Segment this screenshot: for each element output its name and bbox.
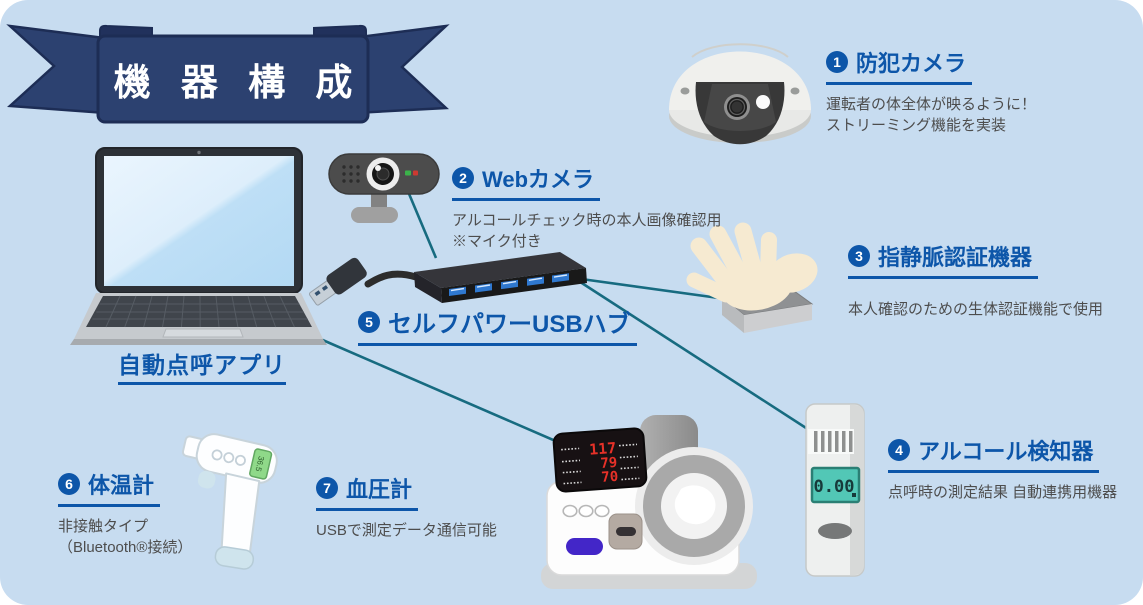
item-3-title: 指静脈認証機器 bbox=[878, 245, 1033, 270]
item-3-desc-line-1: 本人確認のための生体認証機能で使用 bbox=[848, 301, 1104, 318]
detector-lcd-value: 0.00 bbox=[814, 477, 855, 497]
item-webcam: 2 Webカメラ アルコールチェック時の本人画像確認用 ※マイク付き bbox=[452, 162, 722, 253]
laptop-webcam-dot bbox=[197, 150, 201, 155]
item-6-number-badge: 6 bbox=[58, 473, 80, 495]
item-1-desc-line-2: ストリーミング機能を実装 bbox=[826, 117, 1007, 135]
item-1-desc-line-1: 運転者の体全体が映るように！ bbox=[826, 96, 1037, 113]
item-1-description: 運転者の体全体が映るように！ ストリーミング機能を実装 bbox=[826, 94, 1036, 137]
item-5-heading: 5 セルフパワーUSBハブ bbox=[358, 304, 637, 346]
bp-cuff-ring bbox=[635, 447, 753, 565]
item-bp-monitor: 7 血圧計 USBで測定データ通信可能 bbox=[316, 472, 497, 541]
item-alcohol-detector: 4 アルコール検知器 点呼時の測定結果 自動連携用機器 bbox=[888, 434, 1117, 503]
item-7-number-badge: 7 bbox=[316, 477, 338, 499]
bp-pulse-value: 70 bbox=[601, 469, 619, 486]
webcam-illustration bbox=[328, 153, 440, 223]
item-security-camera: 1 防犯カメラ 運転者の体全体が映るように！ ストリーミング機能を実装 bbox=[826, 46, 1036, 137]
laptop-illustration bbox=[70, 147, 327, 345]
item-6-desc-line-1: 非接触タイプ bbox=[58, 518, 149, 535]
bp-diastolic-value: 79 bbox=[600, 455, 618, 472]
item-7-description: USBで測定データ通信可能 bbox=[316, 520, 497, 541]
item-6-heading: 6 体温計 bbox=[58, 468, 161, 507]
item-4-heading: 4 アルコール検知器 bbox=[888, 434, 1100, 473]
bp-start-button bbox=[566, 538, 603, 555]
item-3-number-badge: 3 bbox=[848, 245, 870, 267]
thermometer-lcd-value: 36.5 bbox=[253, 455, 265, 473]
item-thermometer: 6 体温計 非接触タイプ （Bluetooth®接続） bbox=[58, 468, 192, 559]
camera-led bbox=[756, 95, 770, 109]
item-2-desc-line-2: ※マイク付き bbox=[452, 233, 542, 251]
security-camera-illustration bbox=[669, 43, 811, 145]
item-4-desc-line-1: 点呼時の測定結果 自動連携用機器 bbox=[888, 484, 1118, 501]
item-7-desc-line-1: USBで測定データ通信可能 bbox=[316, 522, 497, 539]
page-title: 機 器 構 成 bbox=[113, 62, 363, 103]
line-hub-to-finger-vein bbox=[573, 276, 727, 301]
item-2-description: アルコールチェック時の本人画像確認用 ※マイク付き bbox=[452, 210, 722, 253]
item-7-heading: 7 血圧計 bbox=[316, 472, 419, 511]
webcam-green-led bbox=[405, 170, 411, 176]
alcohol-detector-illustration: 0.00 bbox=[805, 403, 865, 577]
detector-button bbox=[818, 523, 852, 539]
bp-monitor-illustration: 117 79 70 bbox=[541, 415, 757, 589]
line-laptop-to-bp-monitor bbox=[317, 336, 575, 451]
item-4-title: アルコール検知器 bbox=[918, 439, 1094, 464]
item-finger-vein: 3 指静脈認証機器 本人確認のための生体認証機能で使用 bbox=[848, 240, 1103, 320]
item-6-desc-line-2: （Bluetooth®接続） bbox=[58, 539, 193, 557]
line-webcam-to-hub bbox=[405, 188, 438, 259]
item-5-number-badge: 5 bbox=[358, 310, 380, 333]
item-5-title: セルフパワーUSBハブ bbox=[388, 311, 631, 338]
item-6-description: 非接触タイプ （Bluetooth®接続） bbox=[58, 516, 192, 559]
item-4-description: 点呼時の測定結果 自動連携用機器 bbox=[888, 482, 1117, 503]
item-7-title: 血圧計 bbox=[346, 477, 413, 502]
webcam-grille bbox=[342, 165, 360, 183]
item-3-description: 本人確認のための生体認証機能で使用 bbox=[848, 299, 1103, 320]
laptop-trackpad bbox=[162, 328, 244, 338]
detector-vents bbox=[814, 431, 853, 452]
item-4-number-badge: 4 bbox=[888, 439, 910, 461]
laptop-app-label: 自動点呼アプリ bbox=[118, 346, 286, 385]
thermometer-illustration: 36.5 bbox=[181, 433, 278, 570]
bp-systolic-value: 117 bbox=[589, 439, 617, 459]
item-6-title: 体温計 bbox=[88, 473, 155, 498]
connection-lines bbox=[317, 188, 821, 451]
title-ribbon bbox=[6, 24, 450, 124]
item-2-desc-line-1: アルコールチェック時の本人画像確認用 bbox=[452, 212, 722, 229]
detector-lcd bbox=[810, 466, 861, 504]
line-hub-to-alcohol-detector bbox=[573, 276, 821, 439]
usb-hub-illustration bbox=[308, 252, 587, 306]
item-usb-hub: 5 セルフパワーUSBハブ bbox=[358, 304, 637, 346]
item-2-heading: 2 Webカメラ bbox=[452, 162, 601, 201]
usb-ports bbox=[449, 273, 569, 296]
item-3-heading: 3 指静脈認証機器 bbox=[848, 240, 1039, 279]
item-1-number-badge: 1 bbox=[826, 51, 848, 73]
thermometer-lcd bbox=[249, 448, 273, 480]
item-1-heading: 1 防犯カメラ bbox=[826, 46, 973, 85]
usb-plug bbox=[308, 257, 367, 306]
bp-usb-slot bbox=[616, 527, 636, 536]
hand-illustration bbox=[686, 222, 818, 311]
item-2-title: Webカメラ bbox=[482, 167, 595, 192]
webcam-red-led bbox=[413, 170, 418, 176]
item-1-title: 防犯カメラ bbox=[856, 51, 967, 76]
bp-display: 117 79 70 bbox=[552, 427, 648, 493]
thermometer-trigger bbox=[197, 470, 216, 489]
item-2-number-badge: 2 bbox=[452, 167, 474, 189]
